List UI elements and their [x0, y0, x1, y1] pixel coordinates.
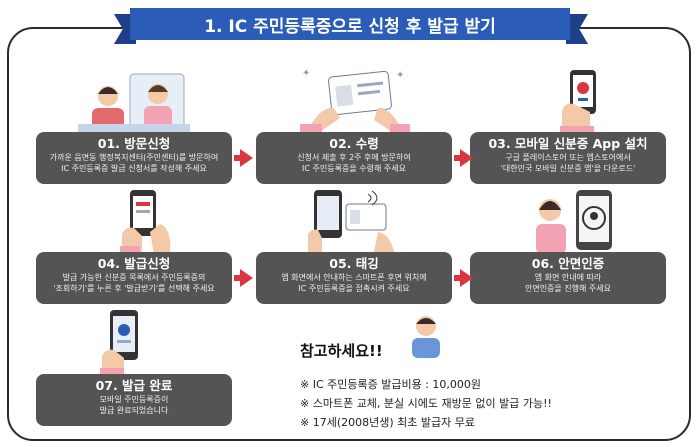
notes-section: 참고하세요!! ※ IC 주민등록증 발급비용 : 10,000원 ※ 스마트폰…: [300, 340, 630, 432]
step-title: 06. 안면인증: [531, 256, 605, 271]
notes-heading: 참고하세요!!: [300, 342, 383, 360]
step-desc: 발급 완료되었습니다: [99, 406, 169, 415]
step-face-auth-card: 06. 안면인증 앱 화면 안내에 따라 안면인증을 진행해 주세요: [470, 252, 666, 304]
arrow-right-icon-stem: [454, 275, 462, 281]
face-auth-illustration: [536, 190, 612, 254]
step-desc: 앱 화면에서 안내하는 스마트폰 후면 위치에: [281, 273, 427, 282]
install-app-illustration: [560, 70, 596, 134]
step-desc: 발급 가능한 신분증 목록에서 주민등록증의: [62, 273, 206, 282]
step-title: 07. 발급 완료: [95, 378, 173, 393]
arrow-right-icon: [240, 269, 253, 287]
notes-line: ※ 스마트폰 교체, 분실 시에도 재방문 없이 발급 가능!!: [300, 397, 552, 410]
receive-id-illustration: ✦ ✦: [300, 68, 410, 132]
banner-title: 1. IC 주민등록증으로 신청 후 발급 받기: [130, 8, 570, 40]
visit-illustration: [78, 73, 190, 134]
step-title: 04. 발급신청: [97, 256, 171, 271]
step-apply-card: 04. 발급신청 발급 가능한 신분증 목록에서 주민등록증의 '조회하기'를 …: [36, 252, 232, 304]
notes-person-illustration: [412, 316, 440, 358]
arrow-right-icon: [460, 269, 473, 287]
step-title: 01. 방문신청: [97, 136, 171, 151]
notes-line: ※ IC 주민등록증 발급비용 : 10,000원: [300, 378, 482, 391]
step-desc: IC 주민등록증을 수령해 주세요: [302, 164, 406, 173]
step-desc: 모바일 주민등록증이: [99, 395, 169, 404]
step-desc: 앱 화면 안내에 따라: [534, 273, 602, 282]
step-desc: IC 주민등록증을 접촉시켜 주세요: [298, 284, 410, 293]
step-complete-card: 07. 발급 완료 모바일 주민등록증이 발급 완료되었습니다: [36, 374, 232, 426]
step-desc: 안면인증을 진행해 주세요: [524, 284, 612, 293]
step-install-card: 03. 모바일 신분증 App 설치 구글 플레이스토어 또는 앱스토어에서 '…: [470, 132, 666, 184]
arrow-right-icon-stem: [234, 155, 242, 161]
tagging-illustration: [308, 190, 394, 252]
step-desc: 구글 플레이스토어 또는 앱스토어에서: [505, 153, 631, 162]
done-illustration: [100, 310, 138, 376]
step-visit-card: 01. 방문신청 가까운 읍면동 행정복지센터(주민센터)를 방문하여 IC 주…: [36, 132, 232, 184]
svg-text:✦: ✦: [302, 68, 310, 79]
step-tagging-card: 05. 태깅 앱 화면에서 안내하는 스마트폰 후면 위치에 IC 주민등록증을…: [256, 252, 452, 304]
step-desc: '대한민국 모바일 신분증 앱'을 다운로드': [500, 164, 636, 173]
step-title: 05. 태깅: [329, 256, 379, 271]
step-receive-card: 02. 수령 신청서 제출 후 2주 후에 방문하여 IC 주민등록증을 수령해…: [256, 132, 452, 184]
arrow-right-icon-stem: [234, 275, 242, 281]
arrow-right-icon-stem: [454, 155, 462, 161]
arrow-right-icon: [240, 149, 253, 167]
step-desc: IC 주민등록증 발급 신청서를 작성해 주세요: [61, 164, 207, 173]
svg-text:✦: ✦: [396, 70, 404, 81]
notes-line: ※ 17세(2008년생) 최초 발급자 무료: [300, 416, 475, 429]
ribbon-tail-right: [566, 14, 588, 44]
step-title: 02. 수령: [329, 136, 379, 151]
apply-illustration: [120, 190, 171, 254]
arrow-right-icon: [460, 149, 473, 167]
step-title: 03. 모바일 신분증 App 설치: [488, 136, 648, 151]
step-desc: 신청서 제출 후 2주 후에 방문하여: [297, 153, 411, 162]
step-desc: 가까운 읍면동 행정복지센터(주민센터)를 방문하여: [49, 153, 219, 162]
step-desc: '조회하기'를 누른 후 '발급받기'를 선택해 주세요: [53, 284, 215, 293]
